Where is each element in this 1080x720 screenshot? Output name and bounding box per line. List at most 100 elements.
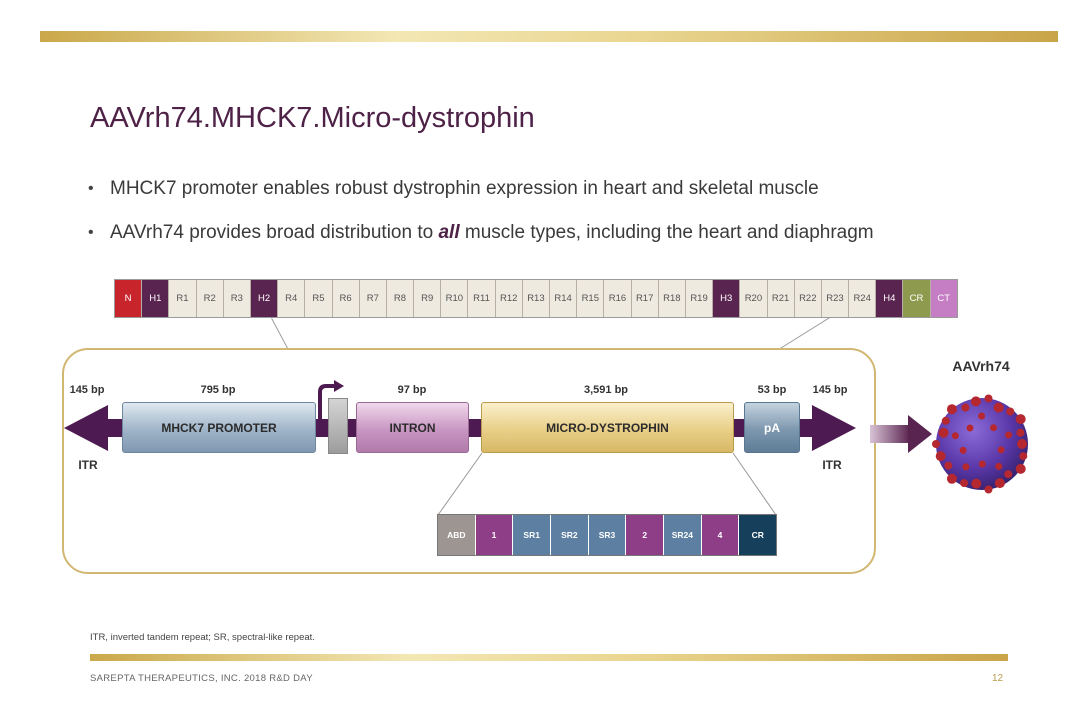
aav-capsid-icon <box>932 394 1028 494</box>
capsid-spike <box>990 424 997 432</box>
itr-right-arrow <box>796 405 856 451</box>
transcription-start-block <box>328 398 348 454</box>
capsid-spike <box>984 394 993 403</box>
capsid-spike <box>1004 470 1013 479</box>
bullet-text-end: muscle types, including the heart and di… <box>459 222 874 243</box>
bullet-emphasis: all <box>438 222 460 243</box>
top-gold-bar <box>40 31 1058 42</box>
bullet-text: MHCK7 promoter enables robust dystrophin… <box>110 178 819 199</box>
capsid-spike <box>978 460 986 468</box>
promoter-bp: 795 bp <box>200 384 236 396</box>
dystrophin-domain-h1: H1 <box>142 280 170 317</box>
itr-right-bp: 145 bp <box>812 384 848 396</box>
bottom-gold-bar <box>90 654 1008 661</box>
zoom-line-left <box>271 318 288 349</box>
dystrophin-domain-r21: R21 <box>767 280 795 317</box>
bullet-item: MHCK7 promoter enables robust dystrophin… <box>88 176 874 220</box>
dystrophin-domain-r8: R8 <box>386 280 415 317</box>
footer-company: SAREPTA THERAPEUTICS, INC. 2018 R&D DAY <box>90 673 313 684</box>
micro-dystrophin-domain-sr24: SR24 <box>664 515 702 555</box>
dystrophin-domain-r9: R9 <box>414 280 442 317</box>
dystrophin-domain-r4: R4 <box>278 280 306 317</box>
polya-bp: 53 bp <box>757 384 787 396</box>
micro-dystrophin-label: MICRO-DYSTROPHIN <box>546 420 669 435</box>
micro-dystrophin-domain-1: 1 <box>475 515 514 555</box>
capsid-spike <box>1005 431 1012 439</box>
dystrophin-domain-r12: R12 <box>495 280 523 317</box>
transcription-start-arrow-icon <box>318 380 344 420</box>
capsid-spike <box>997 446 1005 454</box>
capsid-spike <box>941 416 950 425</box>
intron-label: INTRON <box>389 420 436 435</box>
zoom-line-right <box>778 317 830 350</box>
dystrophin-domain-r5: R5 <box>305 280 333 317</box>
dystrophin-domain-r13: R13 <box>522 280 550 317</box>
micro-dystrophin-element: MICRO-DYSTROPHIN <box>481 402 734 453</box>
promoter-element: MHCK7 PROMOTER <box>122 402 316 453</box>
page-number: 12 <box>992 673 1004 684</box>
dystrophin-domain-r17: R17 <box>631 280 659 317</box>
slide-title: AAVrh74.MHCK7.Micro-dystrophin <box>90 102 535 134</box>
micro-dystrophin-domain-sr2: SR2 <box>551 515 589 555</box>
micro-dystrophin-domain-sr3: SR3 <box>588 515 627 555</box>
polya-label: pA <box>764 420 780 435</box>
dystrophin-domain-r10: R10 <box>441 280 469 317</box>
dystrophin-domain-h2: H2 <box>250 280 279 317</box>
dystrophin-domain-r7: R7 <box>359 280 387 317</box>
capsid-spike <box>944 461 953 470</box>
capsid-spike <box>951 432 959 440</box>
capsid-spike <box>966 424 974 432</box>
itr-left-label: ITR <box>78 458 98 472</box>
capsid-spike <box>961 403 970 412</box>
dystrophin-domain-r16: R16 <box>604 280 632 317</box>
intron-bp: 97 bp <box>397 384 427 396</box>
capsid-spike <box>984 485 993 494</box>
capsid-spike <box>994 478 1005 489</box>
dystrophin-domain-r22: R22 <box>794 280 822 317</box>
capsid-spike <box>993 402 1004 413</box>
capsid-spike <box>1006 407 1015 416</box>
itr-left-arrow <box>64 405 124 451</box>
capsid-spike <box>1015 414 1026 425</box>
vector-packaging-arrow-icon <box>870 415 932 453</box>
dystrophin-domain-r3: R3 <box>223 280 251 317</box>
dystrophin-domain-r15: R15 <box>577 280 605 317</box>
capsid-spike <box>1016 428 1025 437</box>
dystrophin-domain-h4: H4 <box>876 280 904 317</box>
dystrophin-domain-r6: R6 <box>332 280 360 317</box>
aav-label: AAVrh74 <box>952 358 1010 374</box>
dystrophin-domain-r24: R24 <box>849 280 877 317</box>
intron-element: INTRON <box>356 402 469 453</box>
dystrophin-domain-r14: R14 <box>550 280 578 317</box>
dystrophin-domain-r18: R18 <box>658 280 686 317</box>
capsid-spike <box>932 440 940 448</box>
bullet-list: MHCK7 promoter enables robust dystrophin… <box>88 176 874 264</box>
capsid-spike <box>962 463 970 471</box>
capsid-spike <box>959 446 967 454</box>
dystrophin-domain-r11: R11 <box>468 280 496 317</box>
micro-dystrophin-domain-abd: ABD <box>438 515 476 555</box>
transgene-bp: 3,591 bp <box>583 384 629 396</box>
promoter-label: MHCK7 PROMOTER <box>161 420 277 435</box>
bullet-text: AAVrh74 provides broad distribution to <box>110 222 439 243</box>
dystrophin-domain-r19: R19 <box>685 280 714 317</box>
capsid-spike <box>1015 463 1026 474</box>
capsid-spike <box>970 396 981 407</box>
bullet-item: AAVrh74 provides broad distribution to a… <box>88 220 874 264</box>
capsid-spike <box>978 412 986 420</box>
dystrophin-domain-r2: R2 <box>196 280 224 317</box>
dystrophin-domain-n: N <box>115 280 143 317</box>
dystrophin-domain-cr: CR <box>903 280 931 317</box>
capsid-spike <box>1019 452 1028 461</box>
micro-dystrophin-domain-cr: CR <box>739 515 777 555</box>
capsid-spike <box>995 462 1003 470</box>
dystrophin-domain-ct: CT <box>930 280 957 317</box>
dystrophin-domain-h3: H3 <box>713 280 741 317</box>
micro-dystrophin-domain-2: 2 <box>626 515 665 555</box>
capsid-spike <box>1017 439 1027 449</box>
dystrophin-domain-r1: R1 <box>169 280 197 317</box>
capsid-spike <box>946 473 957 484</box>
micro-dystrophin-zoom-lines <box>437 452 777 516</box>
